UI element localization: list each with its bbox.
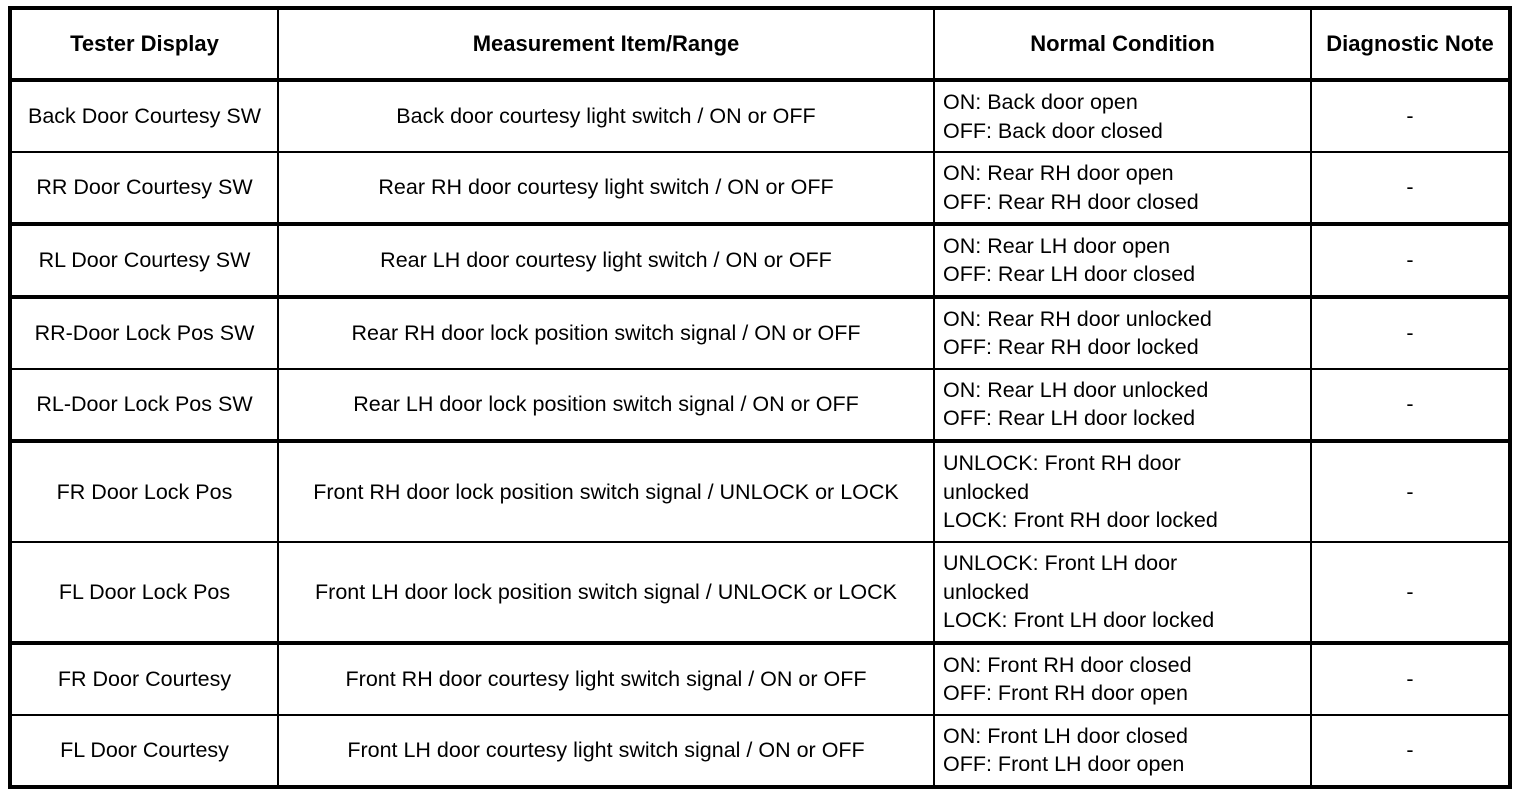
cell-measurement-item-range: Rear RH door courtesy light switch / ON …	[277, 151, 935, 226]
cell-tester-display: FL Door Lock Pos	[9, 540, 279, 645]
cell-diagnostic-note: -	[1310, 367, 1511, 443]
normal-condition-line: UNLOCK: Front LH door	[943, 551, 1178, 576]
cell-measurement-item-range: Front RH door courtesy light switch sign…	[277, 641, 935, 716]
diagnostic-note-value: -	[1406, 738, 1414, 763]
diagnostic-note-value: -	[1406, 321, 1414, 346]
normal-condition-line: OFF: Front LH door open	[943, 752, 1185, 777]
normal-condition-line: OFF: Back door closed	[943, 118, 1163, 143]
column-header-diagnostic-note: Diagnostic Note	[1310, 7, 1511, 82]
cell-tester-display: RL-Door Lock Pos SW	[9, 367, 279, 443]
cell-measurement-item-range: Front LH door courtesy light switch sign…	[277, 713, 935, 789]
normal-condition-line: OFF: Rear LH door locked	[943, 406, 1196, 431]
normal-condition-line: ON: Front LH door closed	[943, 723, 1188, 748]
normal-condition-line: OFF: Rear RH door closed	[943, 189, 1199, 214]
normal-condition-line: OFF: Rear LH door closed	[943, 262, 1196, 287]
diagnostic-note-value: -	[1406, 392, 1414, 417]
cell-tester-display: FR Door Courtesy	[9, 641, 279, 716]
table-header-row: Tester Display Measurement Item/Range No…	[9, 7, 1511, 82]
normal-condition-line: OFF: Rear RH door locked	[943, 335, 1199, 360]
cell-tester-display: RR Door Courtesy SW	[9, 151, 279, 226]
cell-diagnostic-note: -	[1310, 439, 1511, 543]
normal-condition-line: ON: Rear LH door open	[943, 234, 1171, 258]
normal-condition-line: LOCK: Front RH door locked	[943, 507, 1218, 532]
cell-diagnostic-note: -	[1310, 79, 1511, 153]
diagnostic-note-value: -	[1406, 175, 1414, 200]
data-list-table-container: Tester Display Measurement Item/Range No…	[8, 6, 1512, 789]
column-header-tester-display: Tester Display	[9, 7, 279, 82]
diagnostic-note-value: -	[1406, 104, 1414, 129]
normal-condition-line: ON: Back door open	[943, 90, 1138, 115]
normal-condition-line: OFF: Front RH door open	[943, 681, 1188, 706]
column-header-measurement-item-range: Measurement Item/Range	[277, 7, 935, 82]
diagnostic-note-value: -	[1406, 667, 1414, 692]
normal-condition-line: ON: Rear LH door unlocked	[943, 377, 1209, 402]
cell-measurement-item-range: Back door courtesy light switch / ON or …	[277, 79, 935, 153]
diagnostic-note-value: -	[1406, 579, 1414, 604]
cell-measurement-item-range: Rear RH door lock position switch signal…	[277, 295, 935, 370]
cell-tester-display: Back Door Courtesy SW	[9, 79, 279, 153]
cell-measurement-item-range: Rear LH door courtesy light switch / ON …	[277, 223, 935, 299]
cell-diagnostic-note: -	[1310, 223, 1511, 299]
cell-diagnostic-note: -	[1310, 151, 1511, 226]
cell-measurement-item-range: Front LH door lock position switch signa…	[277, 540, 935, 645]
normal-condition-line: ON: Front RH door closed	[943, 652, 1192, 677]
cell-diagnostic-note: -	[1310, 295, 1511, 370]
cell-measurement-item-range: Rear LH door lock position switch signal…	[277, 367, 935, 443]
table-header: Tester Display Measurement Item/Range No…	[9, 7, 1511, 82]
cell-diagnostic-note: -	[1310, 641, 1511, 716]
column-header-normal-condition: Normal Condition	[933, 7, 1312, 82]
cell-diagnostic-note: -	[1310, 713, 1511, 789]
cell-tester-display: RR-Door Lock Pos SW	[9, 295, 279, 370]
normal-condition-line: ON: Rear RH door open	[943, 161, 1174, 186]
cell-diagnostic-note: -	[1310, 540, 1511, 645]
normal-condition-line: UNLOCK: Front RH door	[943, 451, 1181, 476]
cell-tester-display: RL Door Courtesy SW	[9, 223, 279, 299]
normal-condition-line: unlocked	[943, 479, 1030, 504]
cell-tester-display: FL Door Courtesy	[9, 713, 279, 789]
diagnostic-note-value: -	[1406, 479, 1414, 504]
cell-measurement-item-range: Front RH door lock position switch signa…	[277, 439, 935, 543]
normal-condition-line: LOCK: Front LH door locked	[943, 607, 1215, 632]
cell-tester-display: FR Door Lock Pos	[9, 439, 279, 543]
diagnostic-note-value: -	[1406, 248, 1414, 273]
data-list-table: Tester Display Measurement Item/Range No…	[8, 6, 1512, 789]
normal-condition-line: unlocked	[943, 579, 1030, 604]
normal-condition-line: ON: Rear RH door unlocked	[943, 306, 1212, 331]
